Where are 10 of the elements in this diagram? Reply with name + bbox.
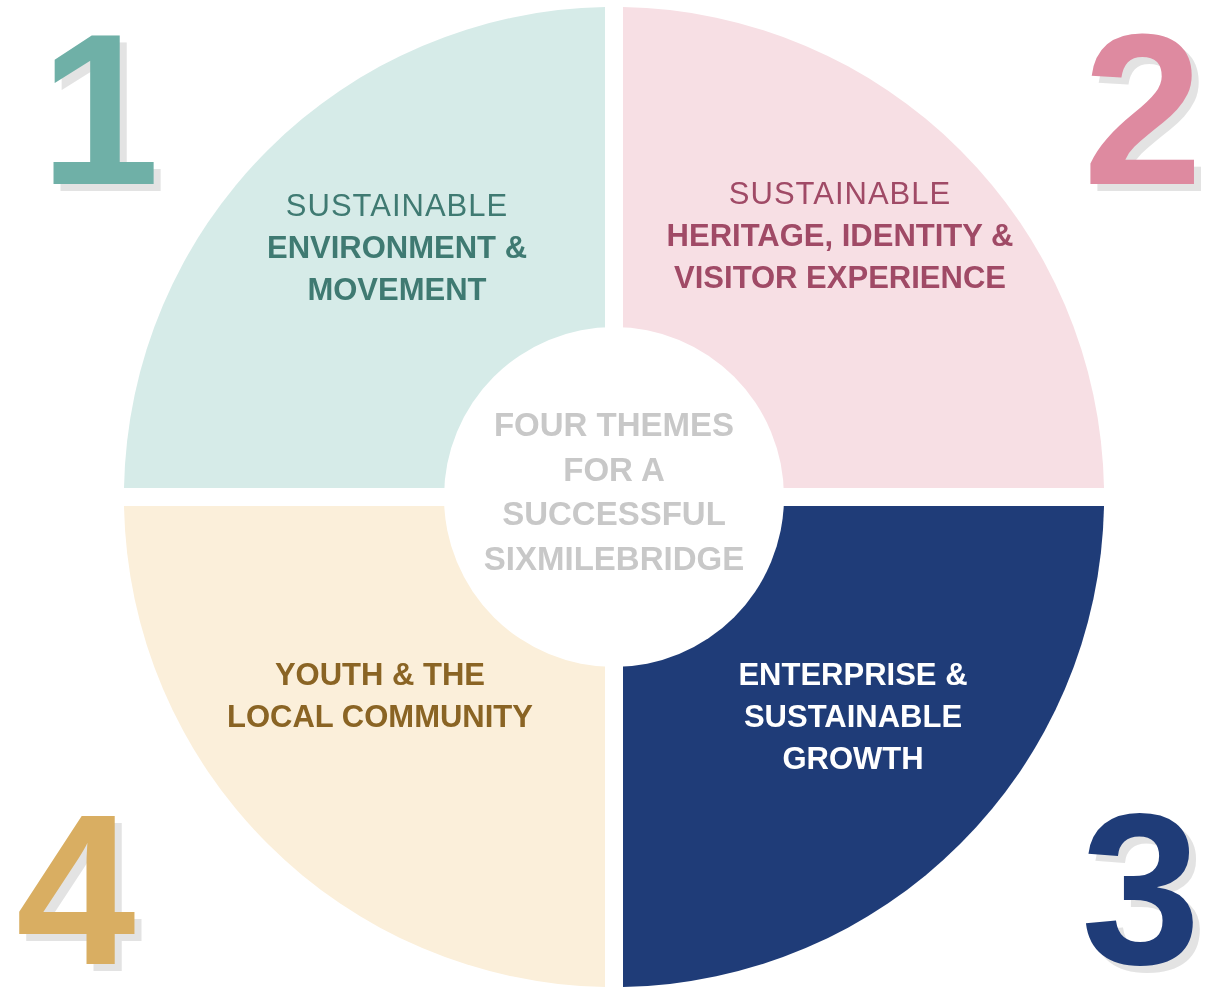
theme-title: HERITAGE, IDENTITY & VISITOR EXPERIENCE [665, 216, 1015, 297]
theme-title: ENTERPRISE & SUSTAINABLE GROWTH [737, 656, 969, 778]
theme-title: YOUTH & THE LOCAL COMMUNITY [226, 656, 534, 736]
quadrant-number: 2 [1083, 2, 1203, 217]
theme-subtitle: SUSTAINABLE [727, 175, 953, 213]
quadrant-number: 4 [16, 782, 136, 991]
quadrant-number: 3 [1081, 782, 1201, 991]
theme-title: ENVIRONMENT & MOVEMENT [265, 228, 529, 309]
theme-subtitle: SUSTAINABLE [284, 187, 510, 225]
quadrant-number: 1 [40, 2, 160, 217]
